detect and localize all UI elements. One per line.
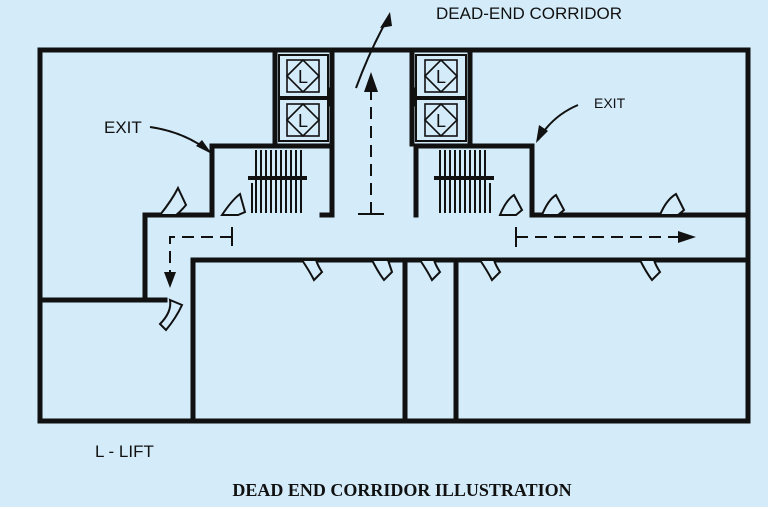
lift-shafts bbox=[272, 47, 473, 147]
lift-legend: L - LIFT bbox=[95, 442, 154, 461]
corridor-walls bbox=[37, 212, 751, 424]
lift-car-1: L bbox=[285, 58, 321, 94]
exit-right-label: EXIT bbox=[594, 95, 626, 111]
diagram-title: DEAD END CORRIDOR ILLUSTRATION bbox=[232, 480, 571, 500]
leader-exit-left bbox=[149, 126, 212, 154]
outer-walls bbox=[37, 47, 751, 424]
dead-end-corridor-label: DEAD-END CORRIDOR bbox=[436, 4, 622, 23]
lift-car-2: L bbox=[285, 102, 321, 138]
lift-letter: L bbox=[436, 67, 446, 87]
stairwell-right bbox=[413, 143, 535, 218]
leader-exit-right bbox=[536, 104, 579, 143]
left-corridor-arrow bbox=[164, 227, 233, 288]
lift-car-3: L bbox=[423, 58, 459, 94]
right-corridor-arrow bbox=[515, 227, 696, 247]
doors bbox=[157, 185, 686, 332]
lift-letter: L bbox=[298, 111, 308, 131]
lift-letter: L bbox=[436, 111, 446, 131]
stairwell-left bbox=[209, 143, 335, 218]
lift-letter: L bbox=[298, 67, 308, 87]
exit-left-label: EXIT bbox=[104, 118, 142, 137]
dead-end-arrow-up bbox=[358, 72, 384, 215]
leader-dead-end bbox=[355, 12, 392, 89]
lift-car-4: L bbox=[423, 102, 459, 138]
